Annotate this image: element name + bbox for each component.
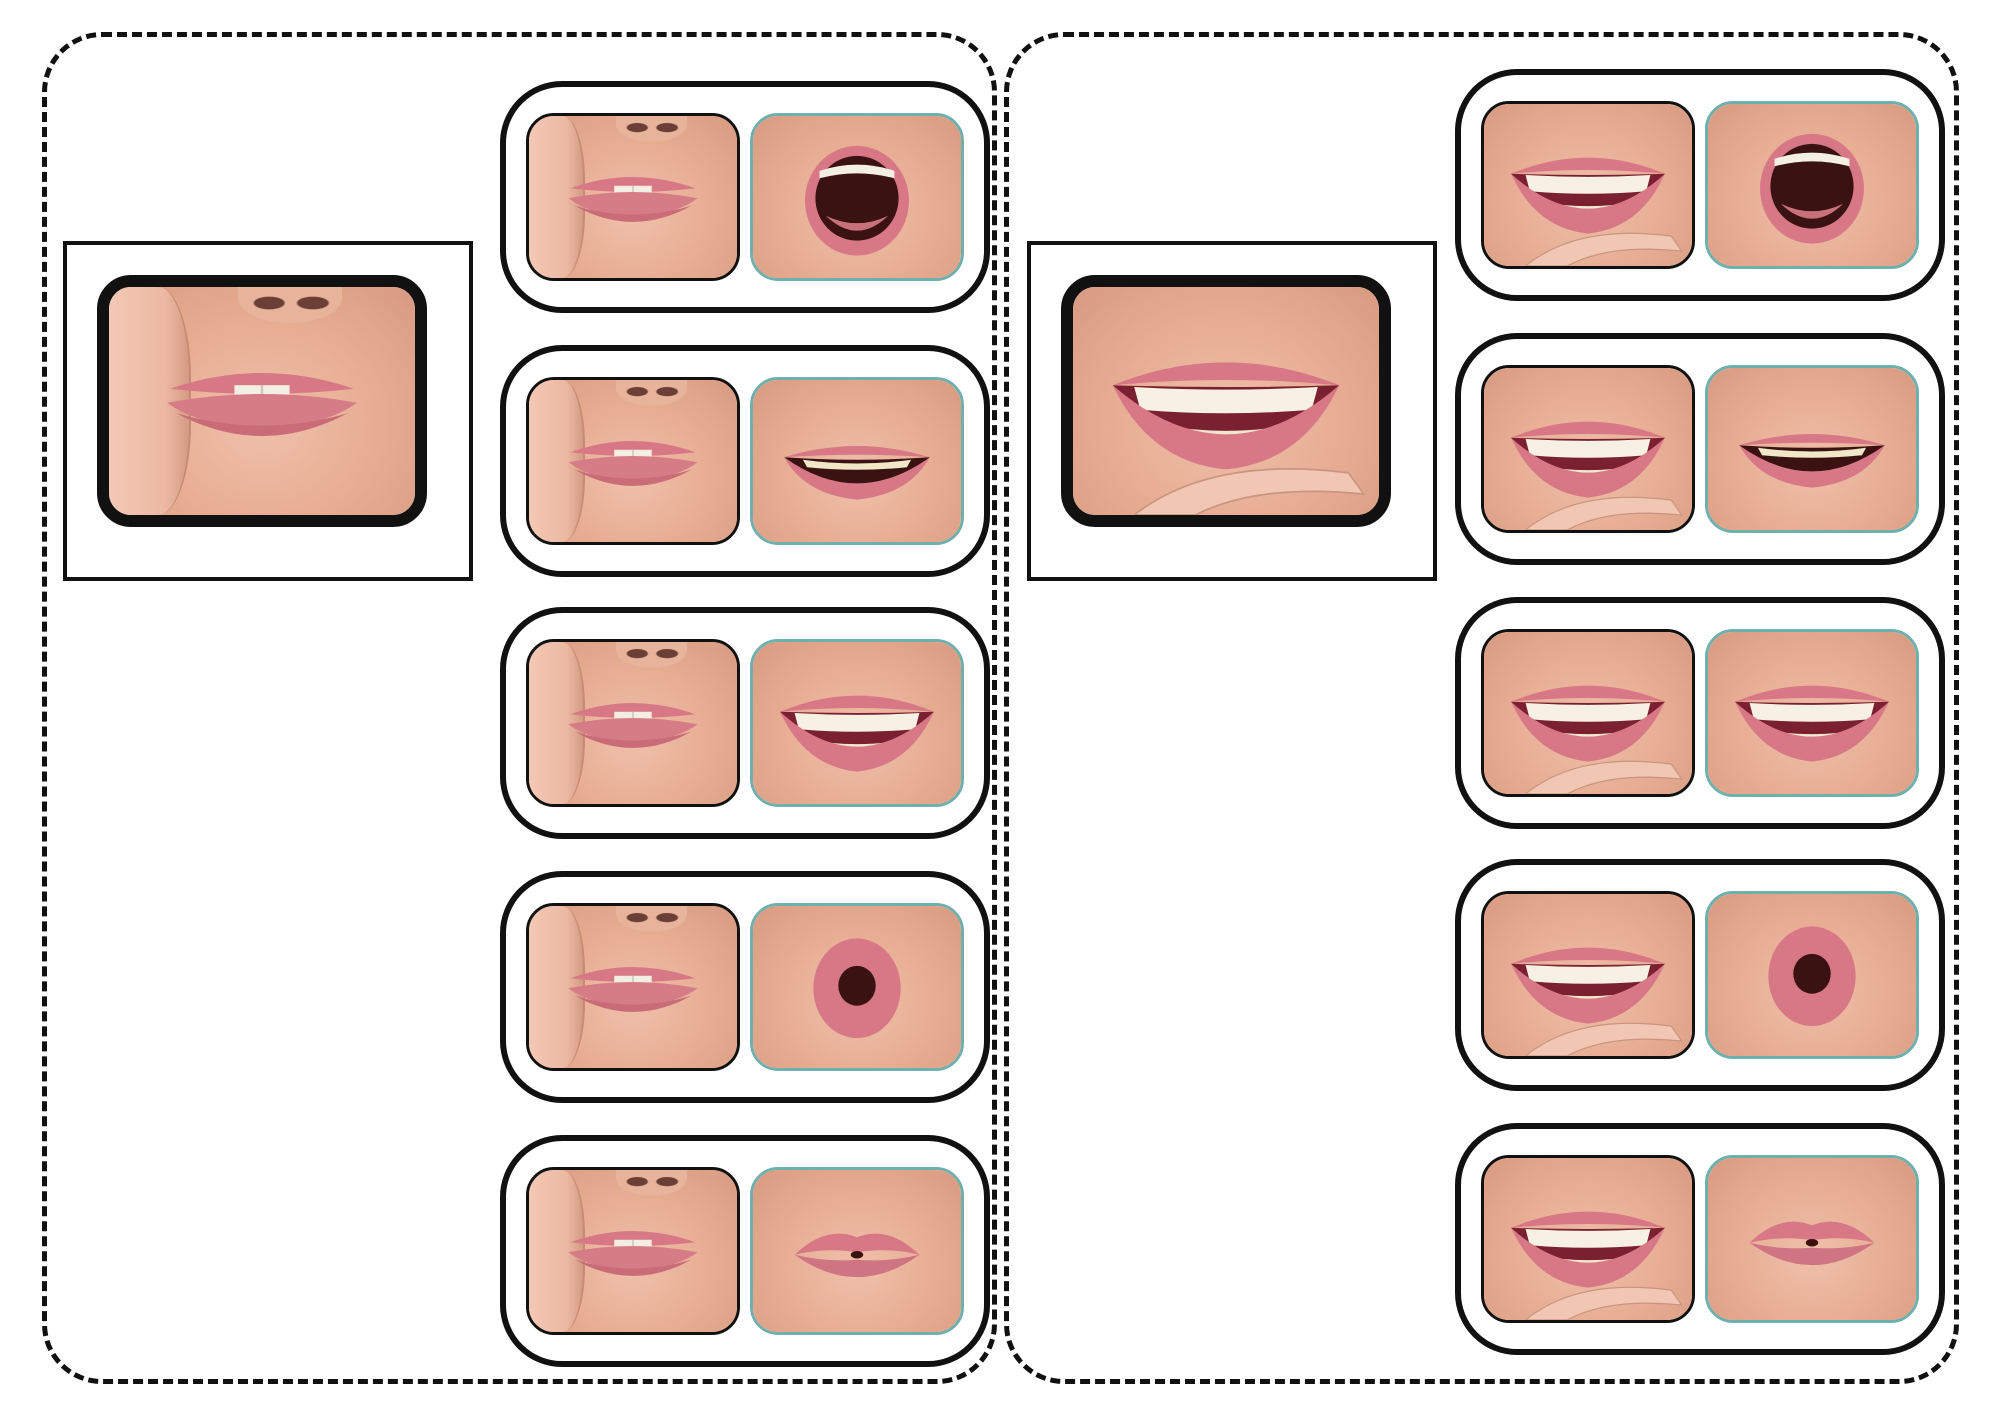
rounded-o-lips-photo xyxy=(750,903,964,1071)
left-card-panel xyxy=(42,32,997,1384)
mouth-pair-card[interactable] xyxy=(1455,597,1945,829)
tongue-between-teeth-photo xyxy=(526,1167,740,1335)
teeth-smile-photo xyxy=(1481,365,1695,533)
rounded-o-lips-photo xyxy=(1705,891,1919,1059)
tongue-between-teeth-photo xyxy=(526,377,740,545)
slight-smile-open-photo xyxy=(1705,365,1919,533)
mouth-pair-card[interactable] xyxy=(500,1135,990,1367)
mouth-pair-card[interactable] xyxy=(500,345,990,577)
right-card-panel xyxy=(1004,32,1959,1384)
tongue-between-teeth-photo xyxy=(526,113,740,281)
wide-open-mouth-photo xyxy=(750,113,964,281)
tongue-between-teeth-photo xyxy=(526,639,740,807)
target-mouth-photo xyxy=(1061,275,1391,527)
wide-open-mouth-photo xyxy=(1705,101,1919,269)
pursed-lips-photo xyxy=(1705,1155,1919,1323)
mouth-pair-card[interactable] xyxy=(500,81,990,313)
mouth-pair-card[interactable] xyxy=(500,871,990,1103)
target-mouth-frame xyxy=(63,241,473,581)
teeth-smile-photo xyxy=(1481,1155,1695,1323)
teeth-smile-photo xyxy=(750,639,964,807)
target-mouth-photo xyxy=(97,275,427,527)
mouth-pair-card[interactable] xyxy=(1455,1123,1945,1355)
teeth-smile-photo xyxy=(1481,891,1695,1059)
pursed-lips-photo xyxy=(750,1167,964,1335)
mouth-pair-card[interactable] xyxy=(1455,859,1945,1091)
teeth-smile-photo xyxy=(1705,629,1919,797)
teeth-smile-photo xyxy=(1481,629,1695,797)
target-mouth-frame xyxy=(1027,241,1437,581)
tongue-between-teeth-photo xyxy=(526,903,740,1071)
slight-smile-open-photo xyxy=(750,377,964,545)
mouth-pair-card[interactable] xyxy=(500,607,990,839)
mouth-pair-card[interactable] xyxy=(1455,69,1945,301)
mouth-pair-card[interactable] xyxy=(1455,333,1945,565)
teeth-smile-photo xyxy=(1481,101,1695,269)
